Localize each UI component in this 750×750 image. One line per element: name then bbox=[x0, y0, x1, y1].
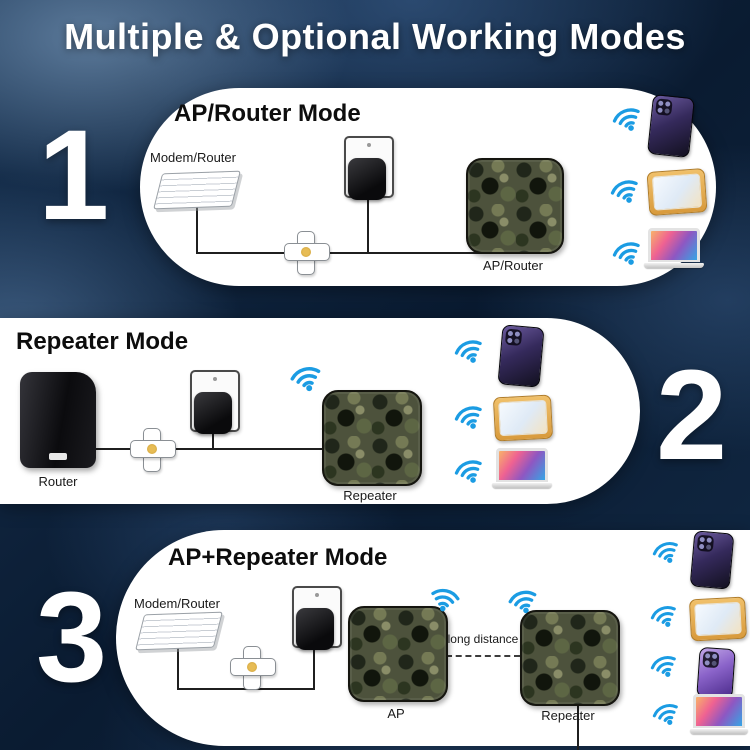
cable bbox=[96, 448, 322, 450]
laptop-screen bbox=[648, 228, 700, 262]
modem-router-illustration bbox=[135, 611, 223, 651]
laptop-screen bbox=[693, 694, 745, 728]
repeater-device bbox=[520, 610, 620, 706]
phone-camera-icon bbox=[696, 534, 715, 553]
mode-3-heading: AP+Repeater Mode bbox=[168, 544, 388, 571]
wifi-icon bbox=[610, 180, 638, 203]
cable-splitter bbox=[230, 646, 276, 690]
splitter-hub bbox=[301, 247, 311, 257]
laptop bbox=[690, 694, 748, 734]
wifi-icon bbox=[652, 704, 678, 725]
smartphone bbox=[646, 93, 696, 159]
smartphone bbox=[689, 530, 735, 590]
mode-3-modem-label: Modem/Router bbox=[134, 596, 220, 611]
laptop-base bbox=[492, 483, 552, 488]
long-distance-label: long distance bbox=[447, 632, 519, 646]
mode-3-ap-label: AP bbox=[387, 706, 405, 721]
tablet bbox=[646, 168, 708, 216]
mode-3-repeater-label: Repeater bbox=[541, 708, 595, 723]
mode-2-device-label: Repeater bbox=[343, 488, 397, 503]
splitter-hub bbox=[147, 444, 157, 454]
smartphone bbox=[696, 646, 736, 700]
mode-2-router-label: Router bbox=[38, 474, 78, 489]
long-distance-dashed-line bbox=[446, 655, 520, 657]
wifi-icon bbox=[612, 242, 640, 265]
tablet bbox=[688, 596, 748, 642]
wifi-icon bbox=[650, 606, 676, 627]
splitter-hub bbox=[247, 662, 257, 672]
cable-splitter bbox=[130, 428, 176, 472]
wifi-icon bbox=[454, 406, 482, 429]
cable bbox=[196, 252, 512, 254]
mode-2-heading: Repeater Mode bbox=[16, 328, 189, 355]
router-illustration bbox=[20, 372, 96, 468]
repeater-device bbox=[322, 390, 422, 486]
cable bbox=[196, 206, 198, 252]
wifi-icon bbox=[454, 340, 482, 363]
power-adapter bbox=[194, 392, 232, 434]
ap-device bbox=[348, 606, 448, 702]
wifi-icon bbox=[652, 542, 678, 563]
wifi-icon bbox=[431, 588, 460, 612]
tablet bbox=[492, 394, 554, 442]
cable bbox=[177, 647, 179, 688]
phone-camera-icon bbox=[504, 328, 523, 346]
mode-1-device-label: AP/Router bbox=[483, 258, 543, 273]
mode-3-number: 3 bbox=[36, 566, 108, 709]
ap-router-device bbox=[466, 158, 564, 254]
laptop-screen bbox=[496, 448, 548, 482]
mode-1-modem-label: Modem/Router bbox=[150, 150, 236, 165]
power-adapter bbox=[348, 158, 386, 200]
wifi-icon bbox=[454, 460, 482, 483]
laptop-base bbox=[644, 263, 704, 268]
mode-2-number: 2 bbox=[656, 344, 728, 487]
modem-router-illustration bbox=[153, 170, 241, 210]
phone-camera-icon bbox=[655, 98, 673, 116]
cable bbox=[367, 200, 369, 252]
power-adapter bbox=[296, 608, 334, 650]
mode-1-heading: AP/Router Mode bbox=[174, 100, 361, 127]
cable bbox=[212, 434, 214, 448]
mode-1-number: 1 bbox=[38, 104, 110, 247]
laptop-base bbox=[690, 729, 748, 734]
wifi-icon bbox=[650, 656, 676, 677]
cable bbox=[577, 702, 579, 750]
cable bbox=[313, 650, 315, 688]
laptop bbox=[644, 228, 704, 268]
page-title: Multiple & Optional Working Modes bbox=[64, 16, 686, 57]
wifi-icon bbox=[612, 108, 640, 131]
phone-camera-icon bbox=[702, 651, 720, 669]
laptop bbox=[492, 448, 552, 488]
cable-splitter bbox=[284, 231, 330, 275]
smartphone bbox=[497, 324, 545, 388]
wifi-icon bbox=[508, 590, 537, 614]
wifi-icon bbox=[290, 367, 321, 392]
